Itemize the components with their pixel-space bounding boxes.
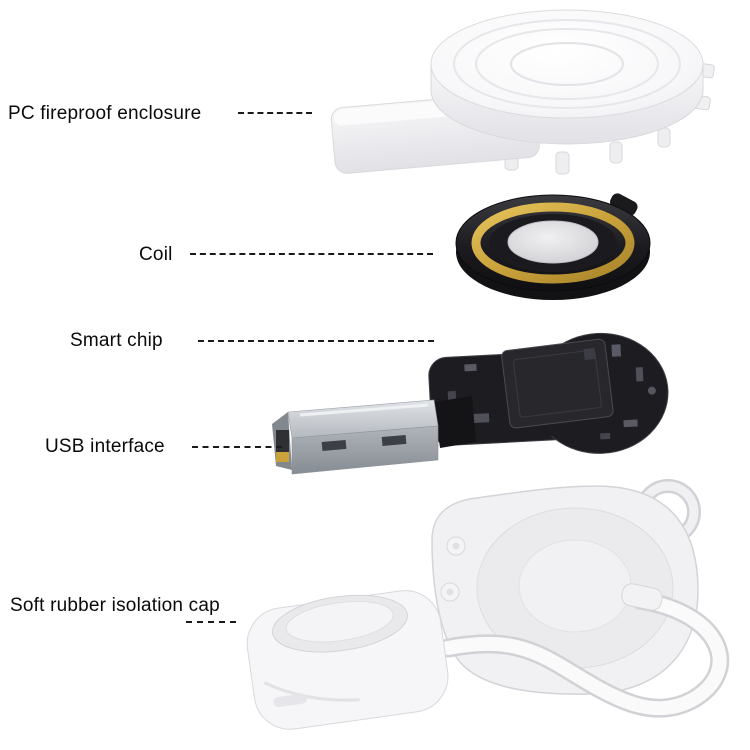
smd-component bbox=[647, 386, 656, 395]
label-usb-interface: USB interface bbox=[45, 436, 165, 458]
usb-plug-slot bbox=[381, 434, 407, 447]
leader-line-coil bbox=[190, 253, 433, 255]
enclosure-ring bbox=[510, 42, 624, 86]
coil-center-pad bbox=[507, 220, 599, 264]
enclosure-ring bbox=[453, 19, 681, 109]
smd-component bbox=[635, 367, 644, 382]
coil-notch bbox=[609, 193, 638, 216]
usb-plug-highlight bbox=[299, 403, 429, 417]
smd-component bbox=[600, 432, 611, 440]
smart-chip-pcb-part bbox=[272, 332, 669, 475]
smd-component bbox=[464, 363, 477, 372]
usb-plug-opening bbox=[276, 430, 289, 456]
leader-line-rubber-cap bbox=[186, 621, 236, 623]
usb-plug-gold-contact bbox=[276, 452, 289, 462]
assembled-charger-part bbox=[246, 479, 729, 730]
enclosure-ring bbox=[475, 28, 659, 100]
usb-plug-part bbox=[272, 396, 476, 475]
enclosure-top-face bbox=[430, 9, 704, 119]
enclosure-peg bbox=[609, 141, 623, 164]
label-soft-rubber-isolation-cap: Soft rubber isolation cap bbox=[10, 595, 220, 617]
smd-component bbox=[611, 344, 622, 357]
smd-component bbox=[472, 413, 490, 424]
smart-chip-ic bbox=[501, 338, 614, 429]
usb-cable bbox=[441, 593, 727, 716]
rubber-cap-opening bbox=[285, 600, 394, 643]
label-coil: Coil bbox=[139, 244, 173, 266]
rubber-cap-part bbox=[246, 590, 449, 730]
enclosure-peg bbox=[657, 127, 671, 148]
usb-plug-neck bbox=[434, 396, 476, 448]
coil-part bbox=[455, 193, 651, 300]
enclosure-peg bbox=[555, 151, 570, 175]
label-text: Soft rubber isolation cap bbox=[10, 595, 220, 616]
label-smart-chip: Smart chip bbox=[70, 330, 163, 352]
screw-boss-hole bbox=[446, 588, 454, 596]
rubber-cap-seam bbox=[263, 681, 360, 702]
screw-boss-hole bbox=[452, 542, 460, 550]
smd-component bbox=[623, 419, 638, 428]
leader-line-smart-chip bbox=[198, 340, 434, 342]
label-pc-fireproof-enclosure: PC fireproof enclosure bbox=[8, 103, 201, 125]
rubber-cap-slot bbox=[273, 693, 308, 708]
cable-strain-relief bbox=[621, 583, 663, 611]
pc-enclosure-part bbox=[330, 9, 715, 175]
label-text: USB interface bbox=[45, 436, 165, 457]
leader-line-enclosure bbox=[238, 112, 312, 114]
coil-gold-ring bbox=[471, 202, 635, 284]
label-text: PC fireproof enclosure bbox=[8, 103, 202, 124]
usb-plug-slot bbox=[321, 439, 347, 452]
label-text: Smart chip bbox=[70, 330, 163, 351]
charger-inner-ring bbox=[518, 539, 632, 633]
leader-line-usb-interface bbox=[192, 446, 282, 448]
label-text: Coil bbox=[139, 244, 173, 265]
